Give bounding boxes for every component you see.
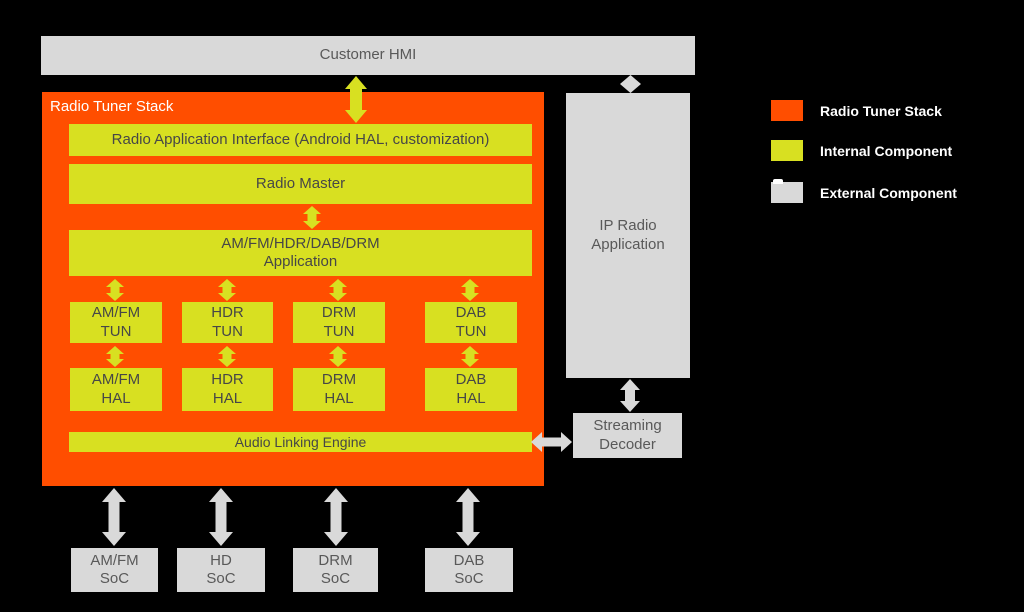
legend-swatch-external-component xyxy=(771,179,803,203)
legend-item-radio-tuner-stack: Radio Tuner Stack xyxy=(771,100,942,121)
legend-label-radio-tuner-stack: Radio Tuner Stack xyxy=(820,102,942,119)
drm-hal-box: DRM HAL xyxy=(293,368,385,411)
arrow-ipradio-decoder xyxy=(620,379,640,412)
streaming-decoder-label: Streaming Decoder xyxy=(593,417,662,453)
dab-tun-box: DAB TUN xyxy=(425,302,517,343)
dab-soc-label: DAB SoC xyxy=(453,551,485,587)
dab-soc-box: DAB SoC xyxy=(425,548,513,592)
audio-linking-engine-label: Audio Linking Engine xyxy=(234,434,367,450)
radio-tuner-stack-container: Radio Tuner Stack xyxy=(42,92,544,486)
amfm-hal-box: AM/FM HAL xyxy=(70,368,162,411)
hdr-hal-box: HDR HAL xyxy=(182,368,273,411)
hd-soc-box: HD SoC xyxy=(177,548,265,592)
legend-swatch-internal-component xyxy=(771,140,803,161)
radio-tuner-stack-title: Radio Tuner Stack xyxy=(50,98,174,115)
legend-label-internal-component: Internal Component xyxy=(820,142,953,159)
dab-hal-label: DAB HAL xyxy=(455,371,487,407)
amfm-tun-box: AM/FM TUN xyxy=(70,302,162,343)
amfm-tun-label: AM/FM TUN xyxy=(91,304,141,340)
hdr-tun-label: HDR TUN xyxy=(211,304,244,340)
radio-application-interface-label: Radio Application Interface (Android HAL… xyxy=(111,130,490,148)
amfm-hal-label: AM/FM HAL xyxy=(91,371,141,407)
radio-master-label: Radio Master xyxy=(255,174,346,192)
drm-soc-label: DRM SoC xyxy=(318,551,353,587)
legend-label-external-component: External Component xyxy=(820,184,957,201)
streaming-decoder-box: Streaming Decoder xyxy=(573,413,682,458)
customer-hmi-label: Customer HMI xyxy=(319,46,417,64)
hdr-tun-box: HDR TUN xyxy=(182,302,273,343)
diamond-hmi-ipradio xyxy=(620,75,641,93)
legend-item-external-component: External Component xyxy=(771,179,957,203)
ip-radio-application-label: IP Radio Application xyxy=(591,217,665,253)
arrow-stack-amfm-soc xyxy=(102,488,126,546)
drm-tun-box: DRM TUN xyxy=(293,302,385,343)
drm-hal-label: DRM HAL xyxy=(321,371,357,407)
customer-hmi-box: Customer HMI xyxy=(41,36,695,75)
drm-soc-box: DRM SoC xyxy=(293,548,378,592)
radio-master-box: Radio Master xyxy=(69,164,532,204)
ip-radio-application-box: IP Radio Application xyxy=(566,93,690,378)
amfm-hdr-dab-drm-application-label: AM/FM/HDR/DAB/DRM Application xyxy=(221,234,380,270)
legend-item-internal-component: Internal Component xyxy=(771,140,952,161)
arrow-stack-drm-soc xyxy=(324,488,348,546)
radio-application-interface-box: Radio Application Interface (Android HAL… xyxy=(69,124,532,156)
legend-swatch-radio-tuner-stack xyxy=(771,100,803,121)
drm-tun-label: DRM TUN xyxy=(321,304,357,340)
dab-tun-label: DAB TUN xyxy=(455,304,487,340)
arrow-stack-hd-soc xyxy=(209,488,233,546)
folder-tab-notch xyxy=(773,179,783,184)
amfm-soc-box: AM/FM SoC xyxy=(71,548,158,592)
hd-soc-label: HD SoC xyxy=(206,551,236,587)
audio-linking-engine-box: Audio Linking Engine xyxy=(69,432,532,452)
dab-hal-box: DAB HAL xyxy=(425,368,517,411)
hdr-hal-label: HDR HAL xyxy=(211,371,244,407)
amfm-hdr-dab-drm-application-box: AM/FM/HDR/DAB/DRM Application xyxy=(69,230,532,276)
amfm-soc-label: AM/FM SoC xyxy=(90,551,139,587)
arrow-stack-dab-soc xyxy=(456,488,480,546)
